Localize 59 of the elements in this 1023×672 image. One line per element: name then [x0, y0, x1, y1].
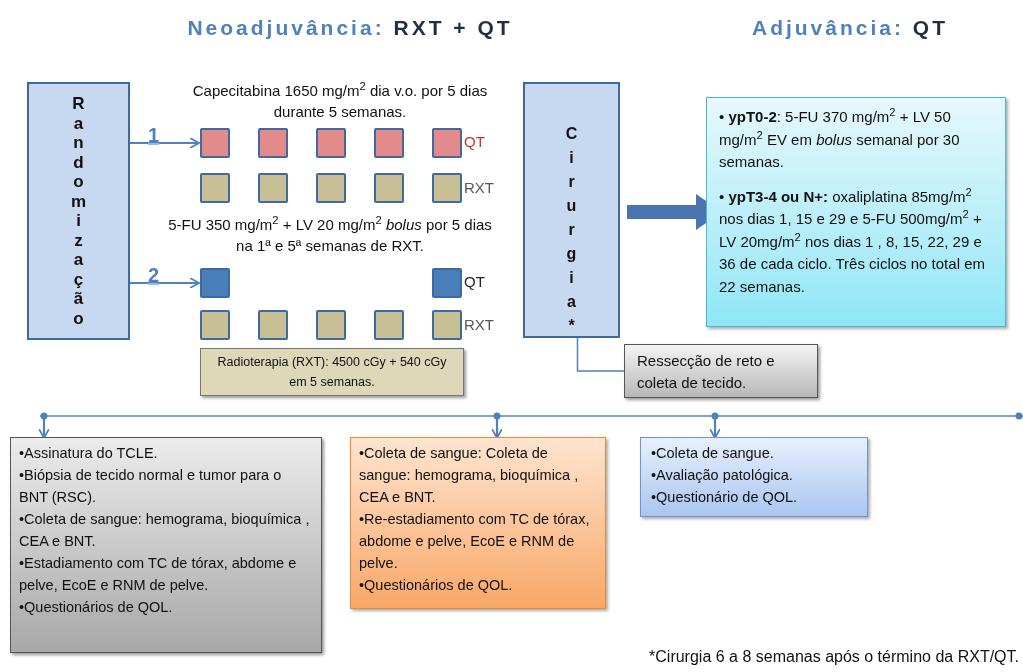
regimen-text: 5-FU 350 mg/m$^{2}$ + LV 20 mg/m$^{2}$ bolus por 5 dias na 1ª e 5ª semanas de RXT. — [167, 214, 493, 256]
visit-box — [350, 437, 606, 609]
box-text: •Questionário de QOL. — [651, 488, 799, 507]
chemotherapy-square — [258, 128, 288, 158]
box-text: •Avaliação patológica. — [651, 466, 794, 485]
arrow — [130, 137, 200, 149]
arrow — [709, 416, 721, 439]
radiotherapy-square — [200, 173, 230, 203]
chemotherapy-square — [200, 128, 230, 158]
visit-box — [10, 437, 322, 653]
box-text: •Assinatura do TCLE. — [19, 444, 159, 463]
surgery-box — [523, 82, 620, 338]
radiotherapy-square — [258, 310, 288, 340]
box-text: •Re-estadiamento com TC de tórax, abdome e pelve, EcoE e RNM de pelve. — [359, 510, 591, 573]
radiotherapy-square — [316, 173, 346, 203]
box-text: • ypT0-2: 5-FU 370 mg/m$^{2}$ + LV 50 mg/m$^{2}$ EV em bolus semanal por 30 semanas. — [719, 106, 961, 172]
track-label: QT — [464, 132, 486, 152]
adjuvant-box — [706, 97, 1006, 327]
radiotherapy-square — [432, 173, 462, 203]
randomization-box — [27, 82, 130, 340]
box-text: •Coleta de sangue: hemograma, bioquímica , CEA e BNT. — [19, 510, 311, 551]
radiotherapy-square — [374, 173, 404, 203]
radiotherapy-square — [374, 310, 404, 340]
radiotherapy-square — [200, 310, 230, 340]
arrow — [491, 416, 503, 439]
track-label: RXT — [464, 315, 495, 335]
box-text: •Questionários de QOL. — [19, 598, 174, 617]
radiotherapy-square — [316, 310, 346, 340]
box-text: Radioterapia (RXT): 4500 cGy + 540 cGy em 5 semanas. — [216, 354, 448, 391]
box-text: •Questionários de QOL. — [359, 576, 514, 595]
connector-line — [576, 337, 625, 372]
vertical-text: Cirurgia* — [565, 124, 578, 336]
arrow — [38, 416, 50, 439]
track-label: QT — [464, 272, 486, 292]
footnote: *Cirurgia 6 a 8 semanas após o término da RXT/QT. — [649, 647, 1019, 667]
box-text: Ressecção de reto e coleta de tecido. — [637, 351, 776, 393]
vertical-text: Randomização — [70, 94, 87, 328]
radiotherapy-square — [258, 173, 288, 203]
track-label: RXT — [464, 178, 495, 198]
box-text: • ypT3-4 ou N+: oxaliplatina 85mg/m$^{2}$ nos dias 1, 15 e 29 e 5-FU 500mg/m$^{2}$ + LV 20mg/m$^{2}$ nos dias 1 , 8, 15, 22, 29 e 36 de cada ciclo. Três ciclos no total em 22 semanas. — [719, 185, 986, 297]
visit-box — [640, 437, 868, 517]
regimen-text: Capecitabina 1650 mg/m$^{2}$ dia v.o. por 5 dias durante 5 semanas. — [191, 80, 489, 122]
radiotherapy-box — [200, 348, 464, 396]
phase-heading: Neoadjuvância: RXT + QT — [186, 15, 514, 41]
chemotherapy-square — [432, 268, 462, 298]
resection-box — [624, 344, 818, 398]
phase-heading: Adjuvância: QT — [750, 15, 949, 41]
box-text: •Coleta de sangue. — [651, 444, 775, 463]
edge-label: 2 — [148, 265, 160, 285]
chemotherapy-square — [200, 268, 230, 298]
radiotherapy-square — [432, 310, 462, 340]
chemotherapy-square — [432, 128, 462, 158]
box-text: •Biópsia de tecido normal e tumor para o BNT (RSC). — [19, 466, 283, 507]
box-text: •Coleta de sangue: Coleta de sangue: hemograma, bioquímica , CEA e BNT. — [359, 444, 580, 507]
chemotherapy-square — [316, 128, 346, 158]
edge-label: 1 — [148, 125, 160, 145]
arrow — [130, 277, 200, 289]
chemotherapy-square — [374, 128, 404, 158]
box-text: •Estadiamento com TC de tórax, abdome e pelve, EcoE e RNM de pelve. — [19, 554, 298, 595]
